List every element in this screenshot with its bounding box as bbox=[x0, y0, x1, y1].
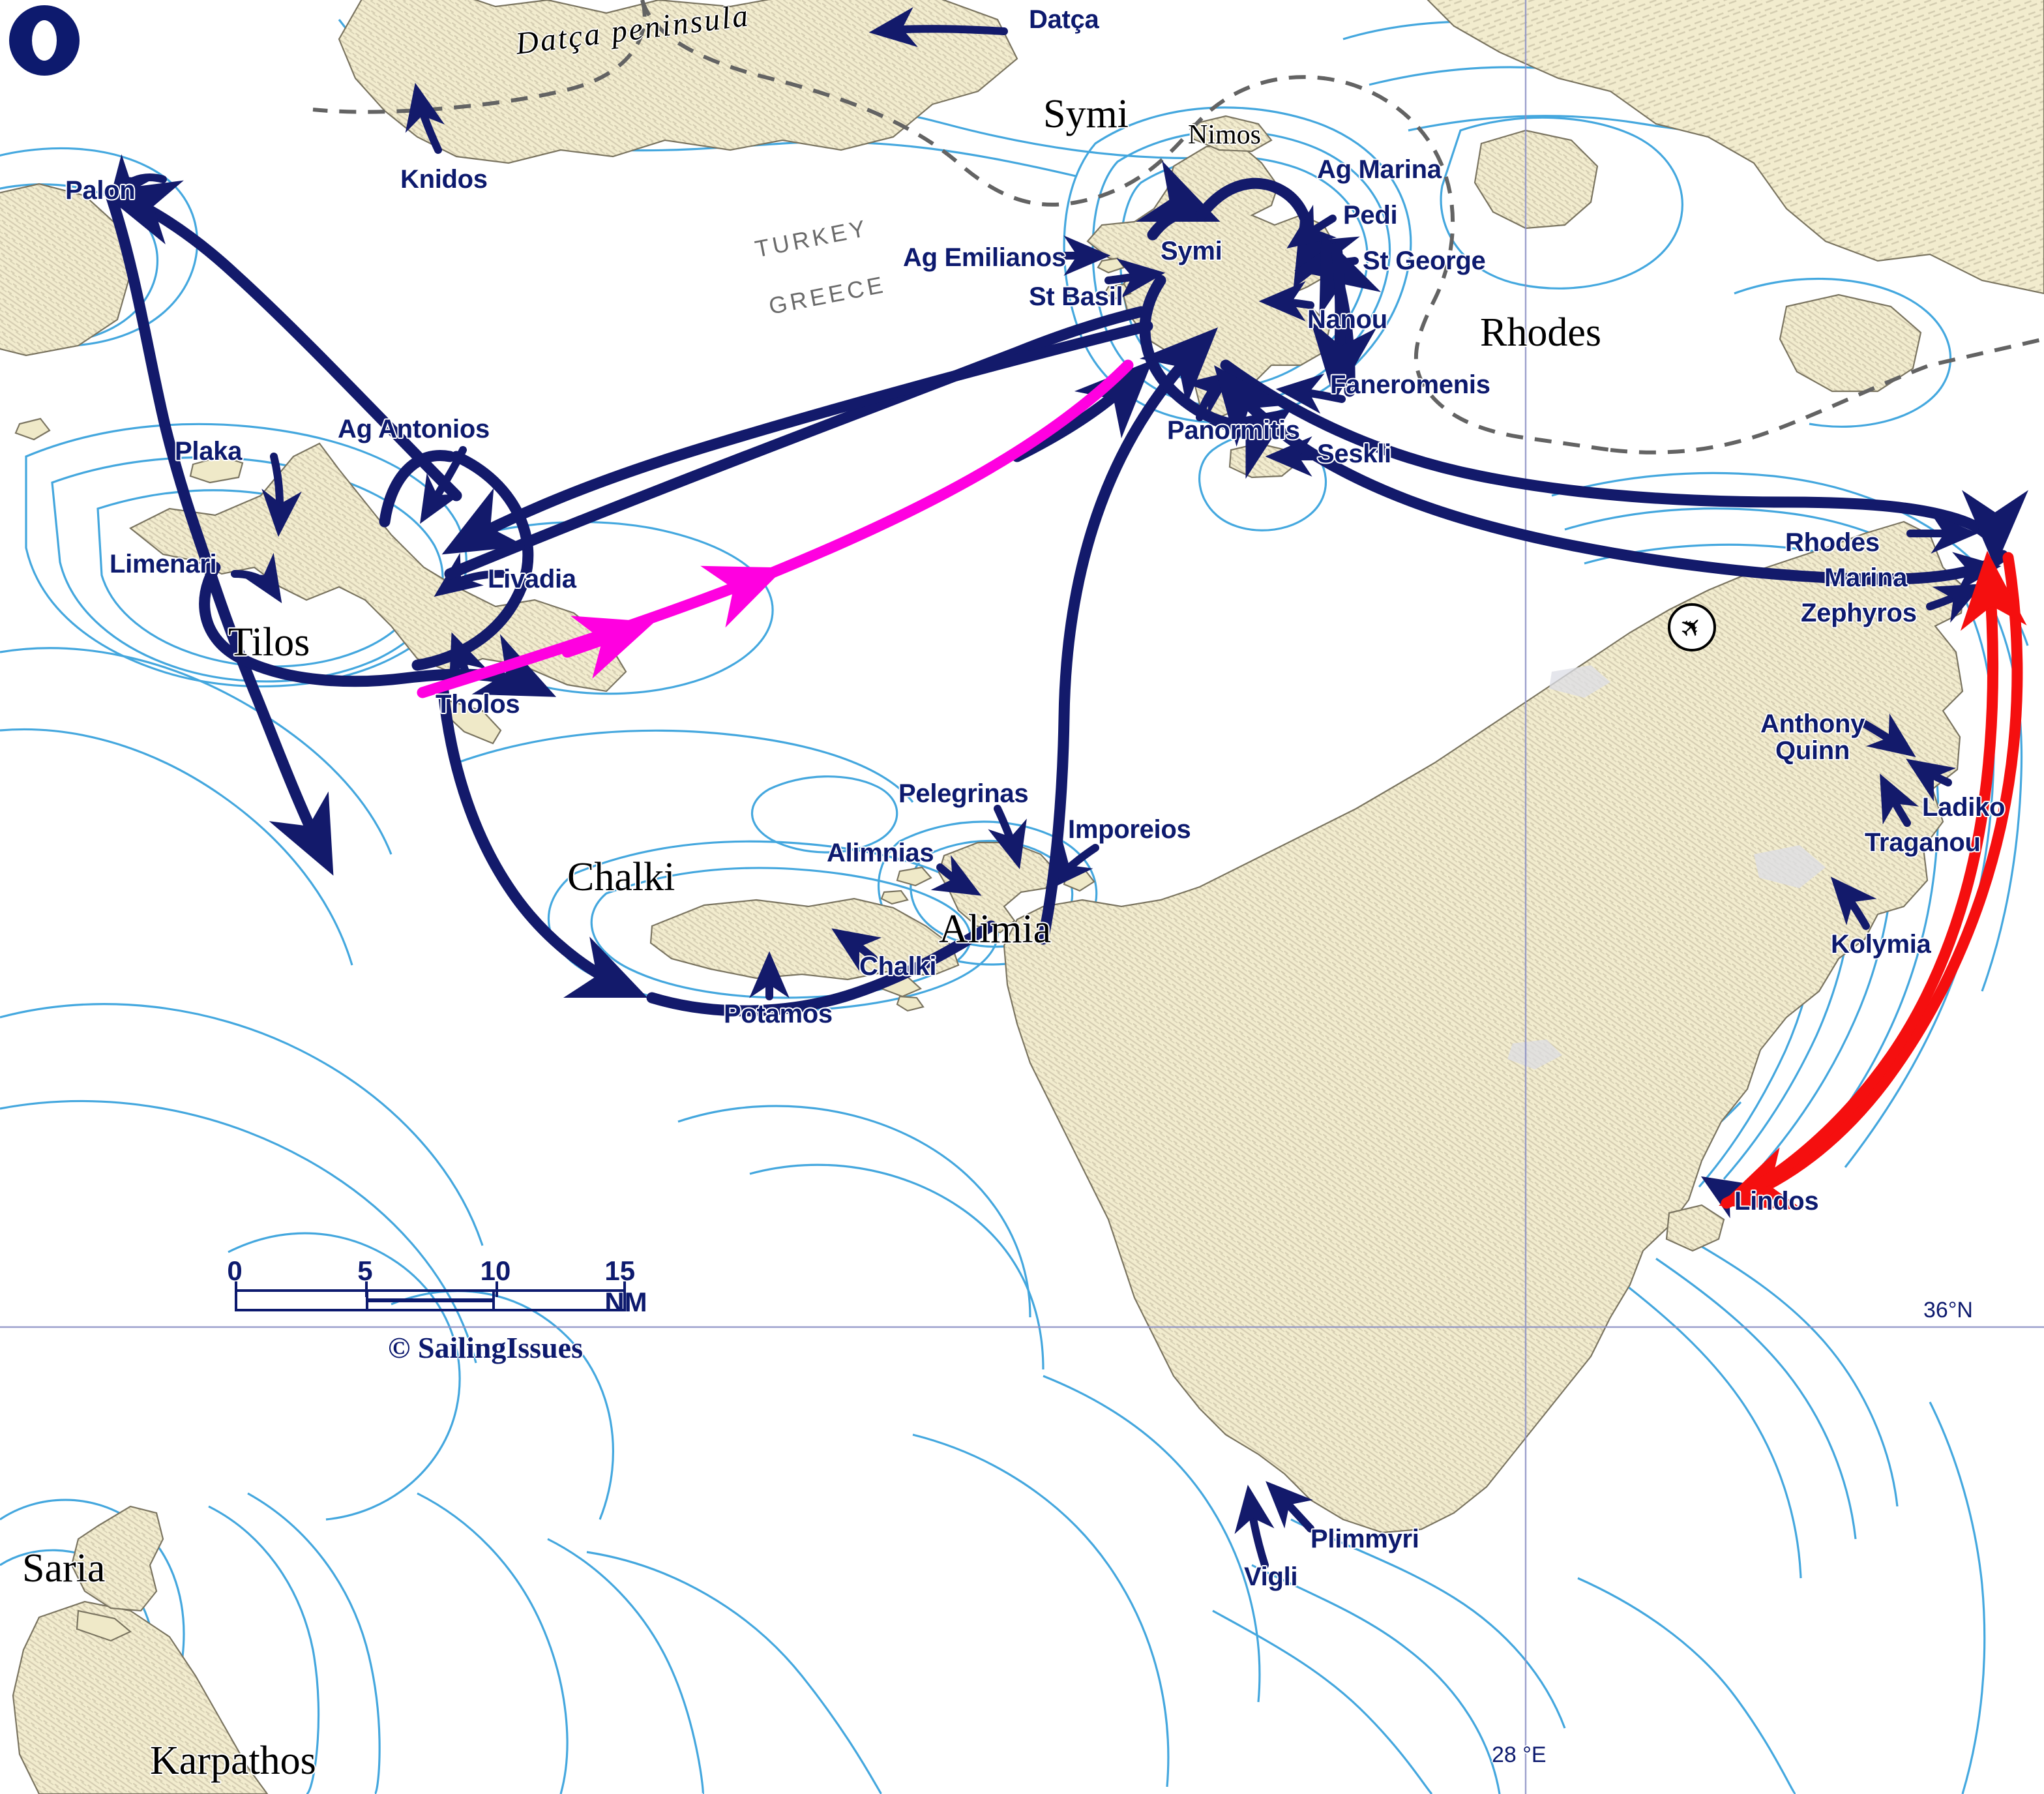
scale-tick-10: 10 bbox=[480, 1255, 511, 1286]
land-turkey-northeast bbox=[1427, 0, 2044, 295]
rhodes-lake-a bbox=[1549, 665, 1610, 698]
leg-tholos-to-symi bbox=[417, 359, 1134, 698]
scale-bar-midfill bbox=[366, 1298, 495, 1303]
arrow-traganou bbox=[1880, 773, 1919, 827]
arrow-st-basil bbox=[1104, 258, 1166, 299]
arrow-vigli bbox=[1234, 1484, 1275, 1569]
leg-rhodes-to-symi bbox=[1214, 365, 2009, 585]
land-east-islet bbox=[1474, 129, 1599, 230]
leg-chalki-to-alimia bbox=[646, 920, 997, 1017]
land-saria bbox=[70, 1505, 164, 1612]
land-tilos-islet bbox=[189, 455, 244, 484]
copyright-credit: © SailingIssues bbox=[388, 1331, 583, 1364]
arrow-chalki-port bbox=[831, 928, 882, 972]
sailingissues-logo[interactable] bbox=[9, 5, 80, 76]
arrow-nanou bbox=[1258, 281, 1314, 321]
scale-tick-labels: 0 5 10 15 NM bbox=[227, 1255, 647, 1317]
arrow-kolymia bbox=[1830, 876, 1877, 930]
scale-bar-body bbox=[235, 1289, 626, 1311]
leg-livadia-to-symi bbox=[444, 306, 1147, 580]
logo-o-inner bbox=[32, 20, 57, 61]
leg-lindos-to-rhodes bbox=[1721, 550, 2027, 1209]
logo-o-outer bbox=[9, 5, 80, 76]
greece-turkey-border bbox=[312, 0, 2044, 455]
leg-magenta-arrowhead bbox=[561, 616, 655, 679]
scale-tick-15: 15 NM bbox=[604, 1255, 647, 1317]
arrow-faneromenis bbox=[1275, 373, 1346, 414]
arrow-anthony-quinn bbox=[1861, 713, 1916, 757]
arrow-plimmyri bbox=[1266, 1481, 1314, 1532]
scale-tick-5: 5 bbox=[357, 1255, 373, 1286]
leg-tilos-north-loop bbox=[379, 450, 456, 528]
land-tilos bbox=[128, 442, 627, 693]
scale-tick-0: 0 bbox=[227, 1255, 243, 1286]
land-chalki-islet-b bbox=[896, 995, 925, 1012]
leg-symi-southwest-in bbox=[1011, 359, 1153, 462]
land-saria-islet bbox=[76, 1609, 132, 1642]
leg-tholos-descend bbox=[437, 685, 648, 998]
land-datca-peninsula bbox=[338, 0, 1018, 164]
arrow-livadia bbox=[434, 552, 506, 597]
land-nisyros bbox=[0, 183, 132, 357]
land-islet-sw bbox=[14, 417, 51, 441]
route-red-lindos[interactable] bbox=[1719, 550, 2027, 1210]
rhodes-lake-b bbox=[1754, 845, 1826, 888]
arrow-pelegrinas bbox=[988, 805, 1027, 869]
arrow-knidos bbox=[405, 82, 445, 154]
land-nimos bbox=[1191, 115, 1273, 153]
arrow-datca bbox=[868, 7, 1008, 48]
airport-glyph: ✈ bbox=[1672, 608, 1711, 646]
leg-symi-down bbox=[1310, 242, 1377, 402]
arrow-pedi bbox=[1286, 205, 1337, 248]
leg-rhodes-to-lindos bbox=[1719, 552, 2023, 1210]
land-karpathos bbox=[12, 1600, 269, 1794]
arrow-ladiko bbox=[1906, 758, 1957, 802]
leg-alimia-to-symi bbox=[1037, 327, 1219, 945]
land-alimia-islet-a bbox=[896, 866, 932, 887]
airport-icon: ✈ bbox=[1668, 603, 1716, 651]
leg-symi-to-livadia bbox=[441, 320, 1153, 555]
route-magenta-alt[interactable] bbox=[417, 359, 1134, 698]
leg-to-palon bbox=[100, 180, 462, 501]
arrow-limenari bbox=[231, 552, 282, 604]
arrow-palon bbox=[108, 154, 167, 204]
rhodes-lake-c bbox=[1507, 1039, 1562, 1069]
scale-bar: 0 5 10 15 NM bbox=[227, 1255, 647, 1317]
land-alimia-islet-b bbox=[880, 890, 909, 905]
arrow-alimnias bbox=[930, 855, 982, 896]
arrow-plaka bbox=[261, 453, 302, 537]
